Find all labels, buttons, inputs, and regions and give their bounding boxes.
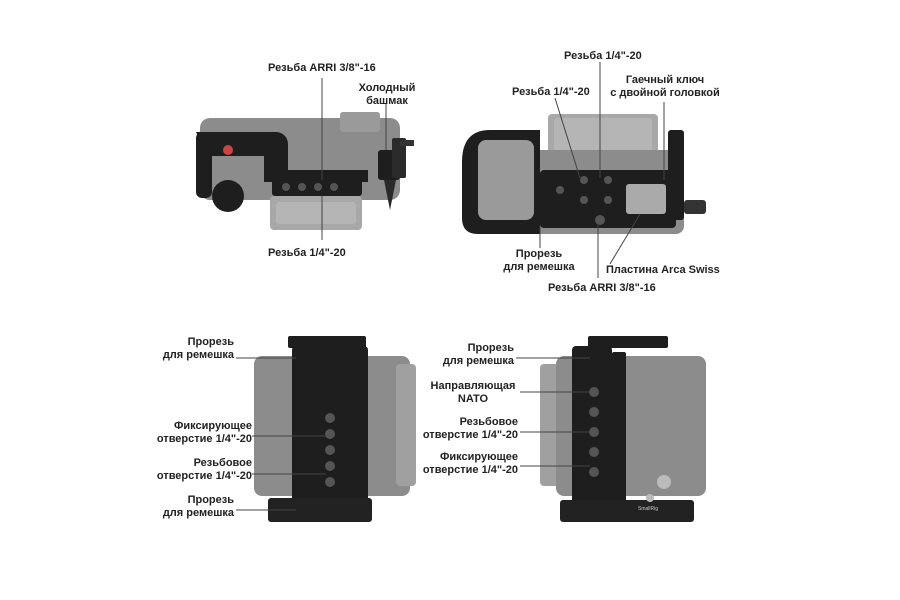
- camera-side-left-view: [254, 336, 416, 522]
- brand-mark: SmallRig: [638, 506, 658, 512]
- camera-side-right-view: [540, 336, 706, 522]
- panel3-leaders: [236, 357, 326, 511]
- label-cold-shoe: Холодный башмак: [358, 82, 416, 107]
- camera-top-view: [196, 112, 414, 230]
- label-threaded-hole-left: Резьбовое отверстие 1/4"-20: [156, 457, 252, 482]
- panel2-leaders: [539, 62, 665, 278]
- label-thread-quarter: Резьба 1/4"-20: [268, 247, 346, 259]
- label-strap-slot-bottom-left: Прорезь для ремешка: [162, 494, 234, 519]
- camera-bottom-view: [462, 114, 706, 234]
- label-double-head-wrench: Гаечный ключ с двойной головкой: [610, 74, 720, 99]
- label-nato-rail: Направляющая NATO: [430, 380, 516, 405]
- label-strap-slot-bottomview: Прорезь для ремешка: [503, 248, 575, 273]
- label-locking-hole-right: Фиксирующее отверстие 1/4"-20: [422, 451, 518, 476]
- label-threaded-hole-right: Резьбовое отверстие 1/4"-20: [422, 416, 518, 441]
- label-arca-swiss-plate: Пластина Arca Swiss: [606, 264, 720, 276]
- label-strap-slot-right: Прорезь для ремешка: [442, 342, 514, 367]
- label-locking-hole-left: Фиксирующее отверстие 1/4"-20: [156, 420, 252, 445]
- label-strap-slot-top-left: Прорезь для ремешка: [162, 336, 234, 361]
- label-thread-left-bottomview: Резьба 1/4"-20: [512, 86, 590, 98]
- panel4-leaders: [516, 357, 590, 467]
- label-thread-top-bottomview: Резьба 1/4"-20: [564, 50, 642, 62]
- label-arri-thread-top: Резьба ARRI 3/8"-16: [268, 62, 376, 74]
- label-arri-thread-bottomview: Резьба ARRI 3/8"-16: [548, 282, 656, 294]
- panel1-leaders: [321, 78, 387, 240]
